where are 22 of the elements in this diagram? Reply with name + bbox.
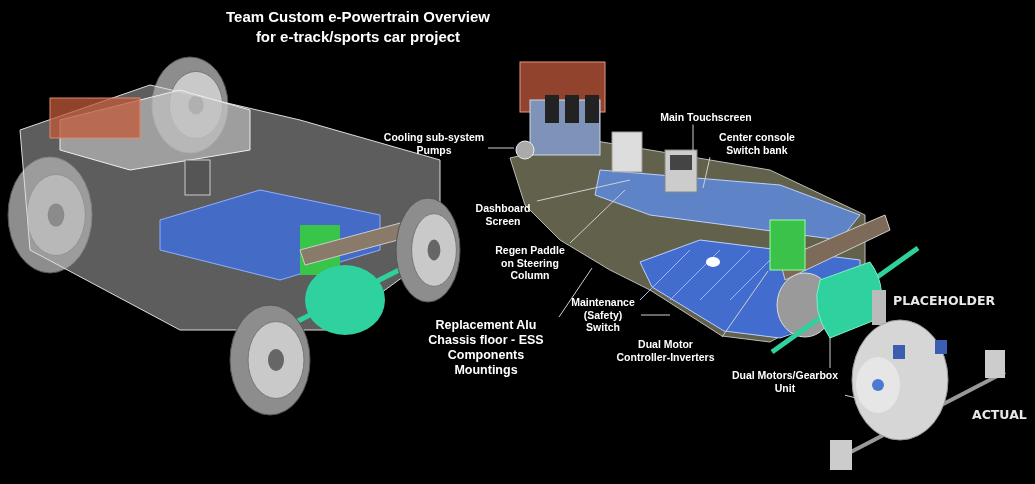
callout-label: Dashboard Screen	[471, 202, 535, 228]
version-tag: ACTUAL	[972, 407, 1027, 422]
diagram-title: Team Custom e-Powertrain Overview for e-track/sports car project	[225, 7, 491, 46]
leader-line	[829, 336, 831, 369]
leader-line	[487, 147, 515, 149]
version-tag: PLACEHOLDER	[893, 293, 996, 308]
leader-line	[692, 124, 694, 153]
callout-label: Main Touchscreen	[656, 111, 756, 124]
controller-unit-drawing	[769, 219, 806, 271]
leader-line	[558, 267, 593, 318]
callout-label: Maintenance (Safety) Switch	[567, 296, 639, 334]
leader-line	[640, 314, 671, 316]
leader-line	[702, 156, 711, 189]
callout-label: Cooling sub-system Pumps	[382, 131, 486, 157]
leader-line	[536, 179, 631, 202]
callout-label: Dual Motors/Gearbox Unit	[727, 369, 843, 395]
leader-line	[844, 394, 857, 399]
callout-label: Regen Paddle on Steering Column	[492, 244, 568, 282]
leader-line	[569, 189, 626, 244]
callout-label: Replacement Alu Chassis floor - ESS Components Mountings	[415, 318, 557, 378]
callout-label: Dual Motor Controller-Inverters	[611, 338, 720, 364]
callout-label: Center console Switch bank	[712, 131, 802, 157]
